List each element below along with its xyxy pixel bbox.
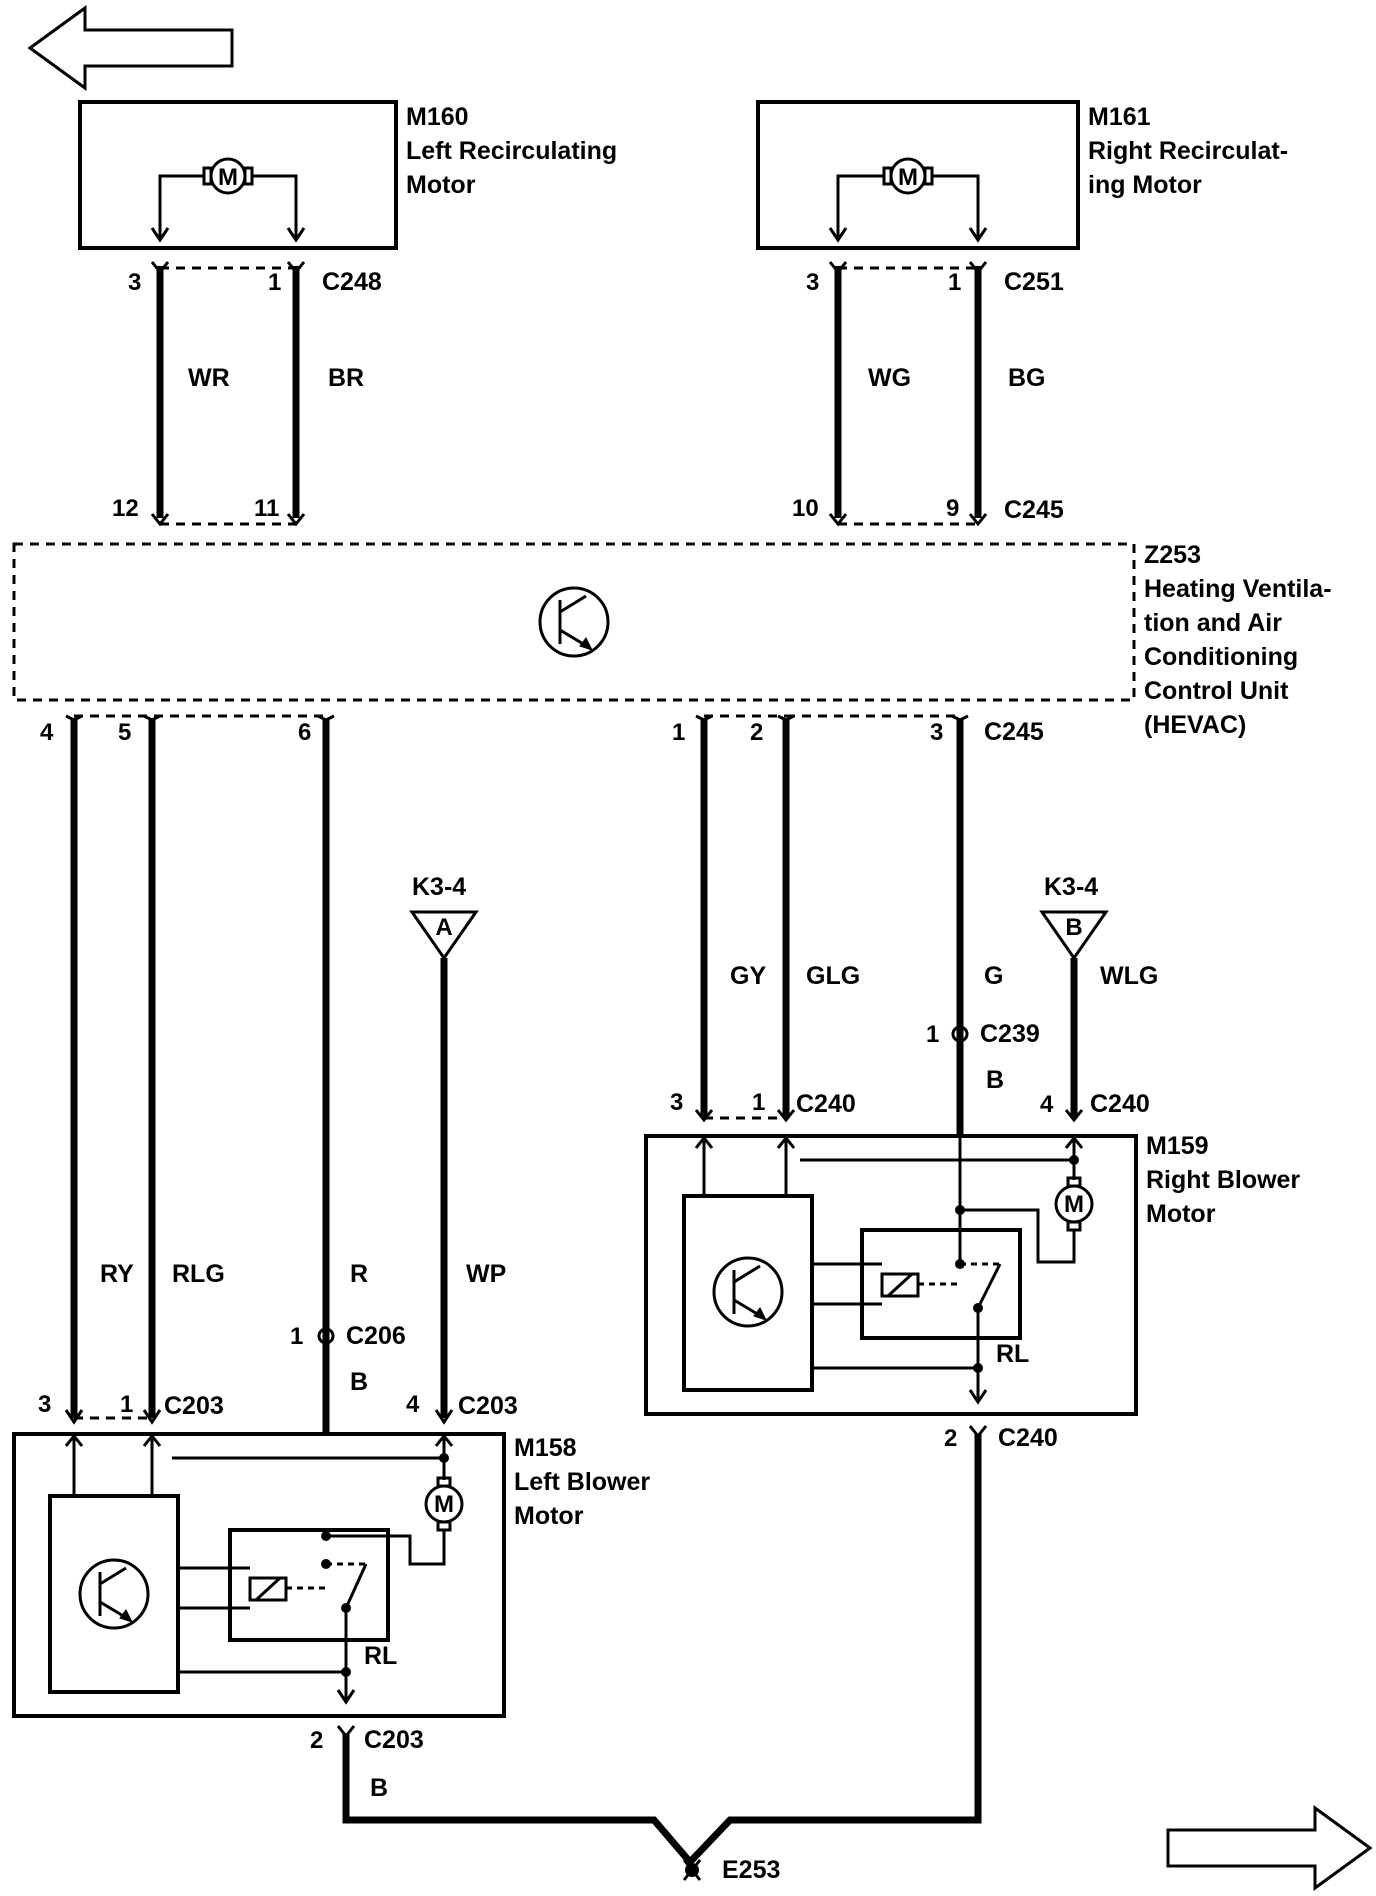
pin-c239-1: 1 (926, 1021, 939, 1048)
pin-hevac-11: 11 (254, 495, 279, 522)
m161-name-line1: Right Recirculat- (1088, 137, 1288, 165)
connector-c240-top: C240 (796, 1090, 856, 1118)
connector-c240-bottom: C240 (998, 1424, 1058, 1452)
m160-name-line1: Left Recirculating (406, 137, 617, 165)
connector-c245-top: C245 (1004, 496, 1064, 524)
pin-hevac-4: 4 (40, 719, 54, 746)
connector-c248: C248 (322, 268, 382, 296)
wire-label-wr: WR (188, 364, 230, 392)
wire-label-gy: GY (730, 962, 766, 990)
z253-name-line5: (HEVAC) (1144, 711, 1246, 739)
wire-label-b-ground: B (370, 1774, 388, 1802)
pin-c203-1: 1 (120, 1391, 133, 1418)
m159-right-blower-motor: M (644, 1134, 1138, 1416)
pin-hevac-2: 2 (750, 719, 763, 746)
pin-c203-3: 3 (38, 1391, 51, 1418)
m160-id: M160 (406, 103, 469, 131)
m160-name-line2: Motor (406, 171, 476, 199)
pin-c240-2: 2 (944, 1425, 957, 1452)
pin-m161-1: 1 (948, 269, 961, 296)
wire-label-r: R (350, 1260, 368, 1288)
z253-name-line1: Heating Ventila- (1144, 575, 1332, 603)
pin-c206-1: 1 (290, 1323, 303, 1350)
m160-left-recirculating-motor: M (78, 100, 398, 250)
pin-c203-2: 2 (310, 1727, 323, 1754)
connector-c203-top: C203 (164, 1392, 224, 1420)
pin-hevac-5: 5 (118, 719, 131, 746)
m159-name-line1: Right Blower (1146, 1166, 1300, 1194)
z253-name-line4: Control Unit (1144, 677, 1289, 705)
connector-c203-bottom: C203 (364, 1726, 424, 1754)
motor-symbol: M (1064, 1191, 1084, 1218)
m158-id: M158 (514, 1434, 577, 1462)
wire-label-wlg: WLG (1100, 962, 1158, 990)
m158-name-line2: Motor (514, 1502, 584, 1530)
z253-name-line3: Conditioning (1144, 643, 1298, 671)
pin-m161-3: 3 (806, 269, 819, 296)
z253-id: Z253 (1144, 541, 1201, 569)
k3-4-b-letter: B (1065, 914, 1082, 941)
k3-4-a-id: K3-4 (412, 873, 466, 901)
wire-label-glg: GLG (806, 962, 860, 990)
pin-hevac-10: 10 (792, 495, 819, 522)
pin-m160-1: 1 (268, 269, 281, 296)
wire-label-rlg: RLG (172, 1260, 225, 1288)
pin-hevac-1: 1 (672, 719, 685, 746)
pin-hevac-9: 9 (946, 495, 959, 522)
m161-name-line2: ing Motor (1088, 171, 1202, 199)
z253-name-line2: tion and Air (1144, 609, 1282, 637)
k3-4-b-splice: B (1039, 910, 1109, 961)
motor-symbol: M (898, 164, 918, 191)
connector-c245-bottom: C245 (984, 718, 1044, 746)
m158-left-blower-motor: M (12, 1432, 506, 1718)
wire-label-wp: WP (466, 1260, 506, 1288)
motor-symbol: M (218, 164, 238, 191)
connector-c239: C239 (980, 1020, 1040, 1048)
wire-label-b-c206: B (350, 1368, 368, 1396)
wire-b-ground (342, 1434, 982, 1868)
m159-name-line2: Motor (1146, 1200, 1216, 1228)
pin-m160-3: 3 (128, 269, 141, 296)
k3-4-a-letter: A (435, 914, 452, 941)
next-page-arrow-icon[interactable] (1166, 1805, 1373, 1891)
wire-label-ry: RY (100, 1260, 134, 1288)
ground-e253: E253 (722, 1856, 780, 1884)
m159-id: M159 (1146, 1132, 1209, 1160)
wire-label-wg: WG (868, 364, 911, 392)
z253-hevac-control-unit (12, 542, 1136, 702)
m161-right-recirculating-motor: M (756, 100, 1080, 250)
m161-id: M161 (1088, 103, 1151, 131)
wire-label-g: G (984, 962, 1003, 990)
pin-c203-4: 4 (406, 1391, 420, 1418)
connector-c206: C206 (346, 1322, 406, 1350)
e253-ground-icon (682, 1859, 702, 1881)
m159-relay-label: RL (996, 1340, 1029, 1368)
m158-name-line1: Left Blower (514, 1468, 650, 1496)
pin-hevac-6: 6 (298, 719, 311, 746)
connector-c251: C251 (1004, 268, 1064, 296)
m158-relay-label: RL (364, 1642, 397, 1670)
pin-hevac-3: 3 (930, 719, 943, 746)
pin-hevac-12: 12 (112, 495, 139, 522)
previous-page-arrow-icon[interactable] (27, 5, 234, 91)
k3-4-a-splice: A (409, 910, 479, 961)
motor-symbol: M (434, 1491, 454, 1518)
connector-c203-wp: C203 (458, 1392, 518, 1420)
pin-c240-3: 3 (670, 1089, 683, 1116)
pin-c240-1: 1 (752, 1089, 765, 1116)
k3-4-b-id: K3-4 (1044, 873, 1098, 901)
wire-label-b-c239: B (986, 1066, 1004, 1094)
wire-label-bg: BG (1008, 364, 1046, 392)
wire-label-br: BR (328, 364, 364, 392)
pin-c240-4: 4 (1040, 1091, 1054, 1118)
connector-c240-wlg: C240 (1090, 1090, 1150, 1118)
